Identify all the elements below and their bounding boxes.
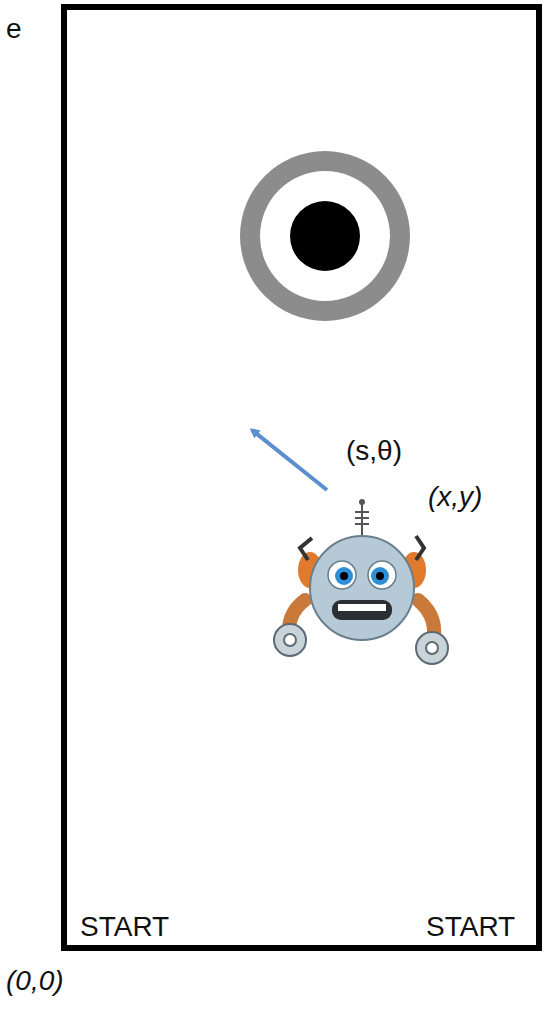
start-label: START xyxy=(426,912,515,943)
origin-label: (0,0) xyxy=(6,966,64,997)
cropped-text: e xyxy=(6,14,22,45)
motion-arrow xyxy=(252,430,327,490)
target xyxy=(240,151,410,321)
motion-label: (s,θ) xyxy=(346,436,402,467)
position-label: (x,y) xyxy=(428,482,482,513)
robot xyxy=(274,499,448,664)
arena-border xyxy=(64,7,539,948)
start-label: START xyxy=(80,912,169,943)
